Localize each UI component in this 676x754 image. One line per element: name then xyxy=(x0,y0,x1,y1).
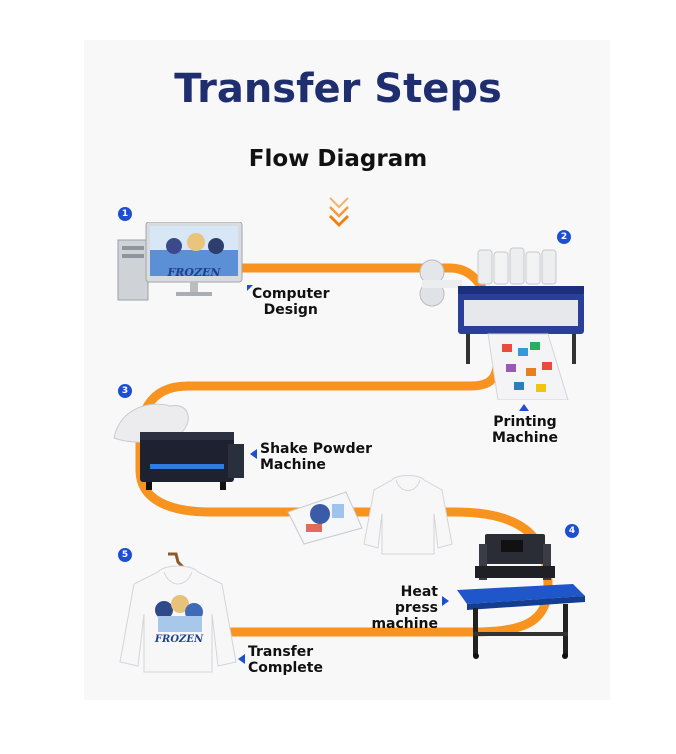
step-3-label: Shake Powder Machine xyxy=(260,441,373,473)
step-1-label-pointer xyxy=(247,285,253,291)
hoodie-print-text: FROZEN xyxy=(154,634,204,645)
step-2-label-pointer xyxy=(519,404,529,411)
step-4-badge: 4 xyxy=(565,524,579,538)
heat-press-illustration xyxy=(457,534,585,659)
step-5-label-pointer xyxy=(238,654,245,664)
step-1-label: Computer Design xyxy=(252,286,330,318)
blank-hoodie-illustration xyxy=(363,475,453,555)
transfer-film-illustration xyxy=(287,491,363,545)
page-subtitle: Flow Diagram xyxy=(248,146,428,172)
step-3-label-pointer xyxy=(250,449,257,459)
step-1-badge: 1 xyxy=(118,207,132,221)
step-5-label: Transfer Complete xyxy=(248,644,323,676)
printing-machine-illustration xyxy=(419,247,584,400)
step-2-badge: 2 xyxy=(557,230,571,244)
step-2-label: Printing Machine xyxy=(492,414,558,446)
shake-powder-machine-illustration xyxy=(113,403,244,490)
chevron-down-icon xyxy=(329,197,349,227)
computer-screen-text: FROZEN xyxy=(167,266,221,279)
step-3-badge: 3 xyxy=(118,384,132,398)
finished-hoodie-illustration xyxy=(119,552,237,673)
step-5-badge: 5 xyxy=(118,548,132,562)
step-4-label: Heat press machine xyxy=(371,584,438,632)
page-title: Transfer Steps xyxy=(174,66,502,112)
step-4-label-pointer xyxy=(442,596,449,606)
computer-illustration xyxy=(117,222,243,301)
